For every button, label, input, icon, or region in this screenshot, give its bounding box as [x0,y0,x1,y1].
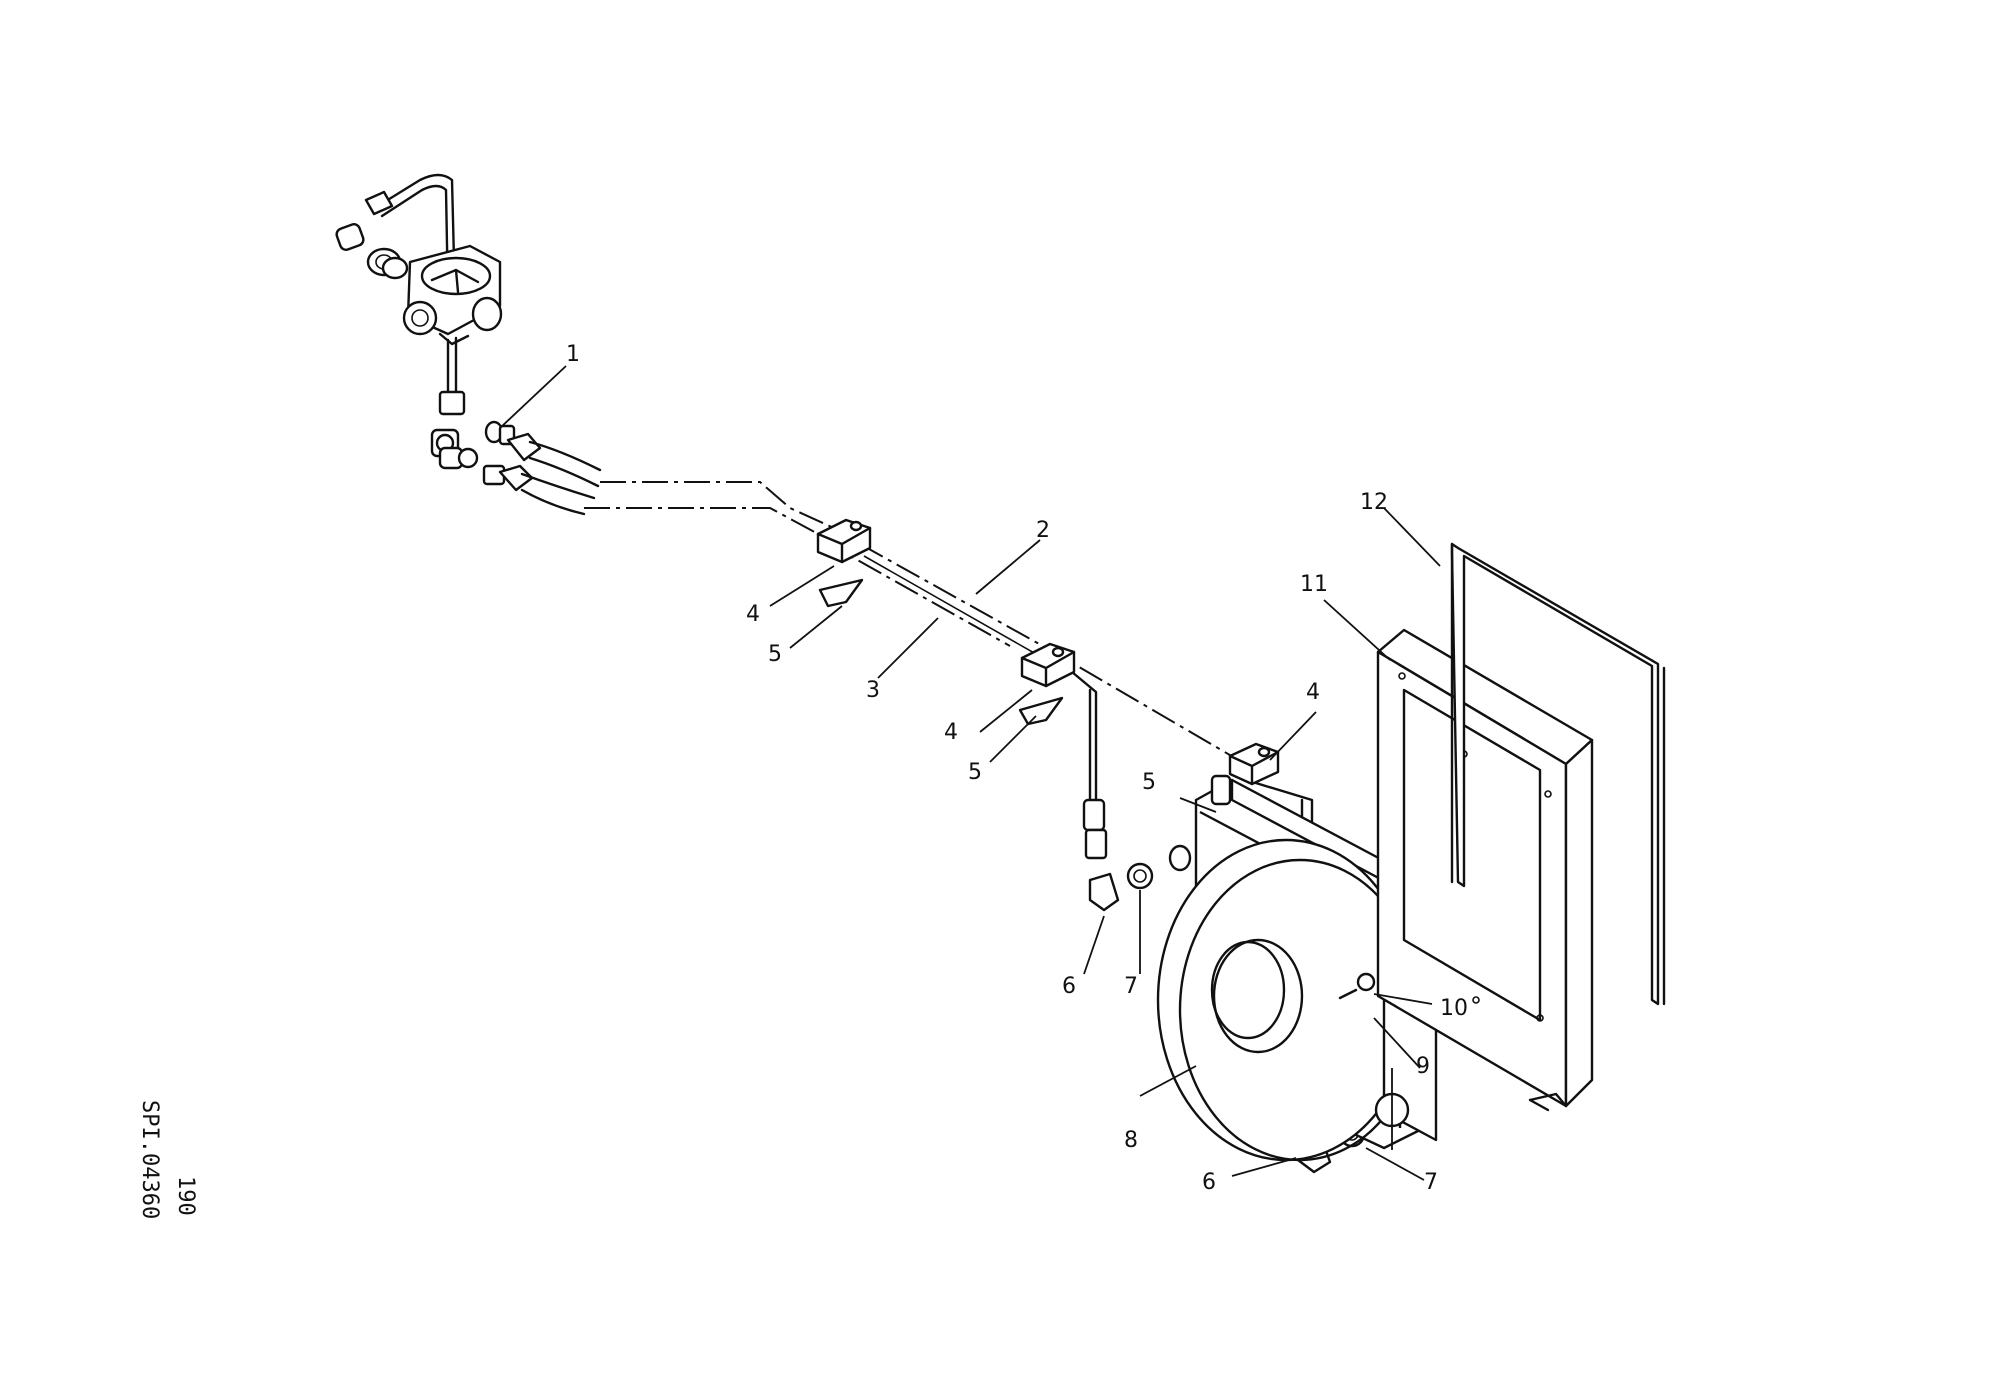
clamp-block-2 [1020,642,1076,688]
callout-7-b: 7 [1424,1170,1438,1195]
callout-8: 8 [1124,1128,1138,1153]
callout-7-a: 7 [1124,974,1138,999]
callout-4-a: 4 [746,602,760,627]
hose-fittings [430,420,602,516]
callout-5-b: 5 [968,760,982,785]
leader-lines [499,365,1441,1181]
gasket [1450,542,1666,1006]
callout-1: 1 [566,342,580,367]
callout-10: 10 [1440,996,1468,1021]
hose-end-left [1082,798,1154,912]
callout-4-c: 4 [1306,680,1320,705]
callout-5-c: 5 [1142,770,1156,795]
valve-assembly [335,173,503,416]
drawing-sheet-number: 190 [173,1176,198,1216]
callout-2: 2 [1036,518,1050,543]
callout-3: 3 [866,678,880,703]
clamp-plate-1 [818,578,864,608]
drawing-code: SPI.04360 [137,1100,162,1220]
callout-5-a: 5 [768,642,782,667]
callout-12: 12 [1360,490,1388,515]
mounting-frame [1376,628,1594,1112]
clamp-block-1 [816,518,872,564]
callout-11: 11 [1300,572,1328,597]
clamp-plate-2 [1018,696,1064,726]
clamp-block-3 [1228,742,1280,786]
callout-6-a: 6 [1062,974,1076,999]
callout-4-b: 4 [944,720,958,745]
callout-6-b: 6 [1202,1170,1216,1195]
callout-9: 9 [1416,1054,1430,1079]
